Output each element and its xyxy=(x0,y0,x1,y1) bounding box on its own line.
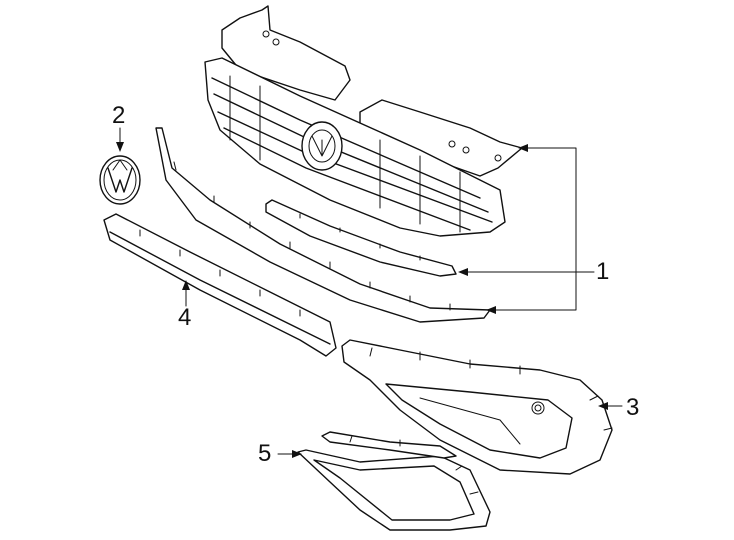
lower-molding-part xyxy=(103,213,337,357)
emblem-part xyxy=(99,155,141,205)
callout-2: 2 xyxy=(112,102,126,129)
fog-lamp-bezel-part xyxy=(341,339,613,475)
bezel-trim-part xyxy=(297,431,491,531)
callout-1: 1 xyxy=(596,258,610,285)
callout-4: 4 xyxy=(178,304,192,331)
callout-5: 5 xyxy=(258,440,272,467)
callout-3: 3 xyxy=(626,394,640,421)
leader-lines xyxy=(116,127,623,458)
upper-chrome-strip xyxy=(265,199,457,277)
upper-grille xyxy=(204,5,523,237)
